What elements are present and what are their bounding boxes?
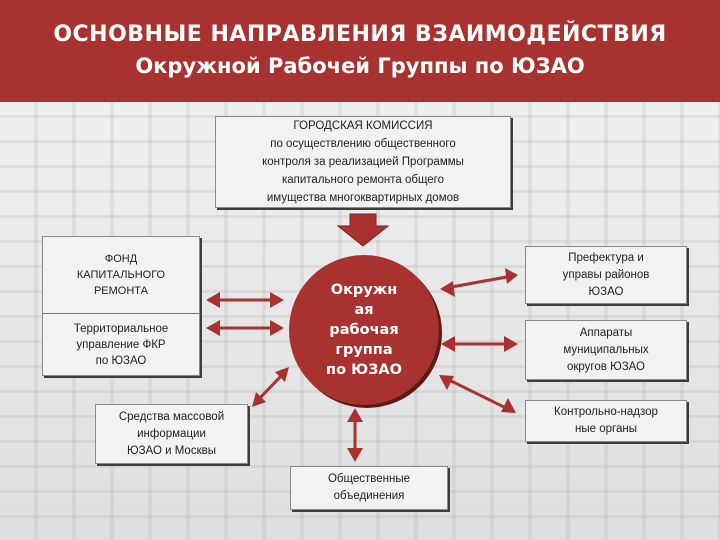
apparaty-line: Аппараты <box>563 325 648 342</box>
gorod-line: имущества многоквартирных домов <box>262 189 464 207</box>
smi-line: информации <box>119 426 224 443</box>
smi-box: Средства массовой информации ЮЗАО и Моск… <box>95 404 248 464</box>
arrow-center-prefektura <box>440 268 518 297</box>
center-line: ая <box>354 300 373 320</box>
kontrol-box: Контрольно-надзор ные органы <box>525 400 687 442</box>
smi-line: ЮЗАО и Москвы <box>119 443 224 460</box>
fond-bottom-line: по ЮЗАО <box>74 353 169 369</box>
kontrol-line: Контрольно-надзор <box>554 404 658 421</box>
prefektura-line: Префектура и <box>563 250 650 267</box>
apparaty-line: округов ЮЗАО <box>563 359 648 376</box>
arrow-center-apparaty <box>441 336 518 352</box>
gorod-komissiya-box: ГОРОДСКАЯ КОМИССИЯ по осуществлению обще… <box>215 116 511 208</box>
center-circle: Окружн ая рабочая группа по ЮЗАО <box>289 255 439 405</box>
fond-bottom-section: Территориальное управление ФКР по ЮЗАО <box>43 314 199 376</box>
obshch-line: объединения <box>328 488 410 505</box>
center-line: по ЮЗАО <box>326 360 402 380</box>
arrow-center-obshch <box>347 408 363 462</box>
arrow-gorod-to-center <box>338 214 388 246</box>
obshch-box: Общественные объединения <box>290 466 448 510</box>
arrow-center-smi <box>252 367 289 407</box>
fond-bottom-line: управление ФКР <box>74 337 169 353</box>
gorod-line: по осуществлению общественного <box>262 135 464 153</box>
kontrol-line: ные органы <box>554 421 658 438</box>
gorod-line: контроля за реализацией Программы <box>262 153 464 171</box>
obshch-line: Общественные <box>328 471 410 488</box>
fond-box: ФОНД КАПИТАЛЬНОГО РЕМОНТА Территориально… <box>42 236 200 376</box>
prefektura-line: управы районов <box>563 267 650 284</box>
apparaty-line: муниципальных <box>563 342 648 359</box>
center-line: Окружн <box>331 280 397 300</box>
fond-top-line: РЕМОНТА <box>77 283 165 299</box>
smi-line: Средства массовой <box>119 409 224 426</box>
prefektura-box: Префектура и управы районов ЮЗАО <box>525 246 687 304</box>
fond-bottom-line: Территориальное <box>74 321 169 337</box>
gorod-line: ГОРОДСКАЯ КОМИССИЯ <box>262 117 464 135</box>
fond-top-section: ФОНД КАПИТАЛЬНОГО РЕМОНТА <box>43 237 199 314</box>
arrow-center-kontrol <box>439 375 516 413</box>
center-line: рабочая <box>329 320 398 340</box>
fond-top-line: КАПИТАЛЬНОГО <box>77 267 165 283</box>
fond-top-line: ФОНД <box>77 251 165 267</box>
gorod-line: капитального ремонта общего <box>262 171 464 189</box>
prefektura-line: ЮЗАО <box>563 284 650 301</box>
center-line: группа <box>335 340 392 360</box>
apparaty-box: Аппараты муниципальных округов ЮЗАО <box>525 320 687 380</box>
arrow-fond-center <box>206 292 284 336</box>
